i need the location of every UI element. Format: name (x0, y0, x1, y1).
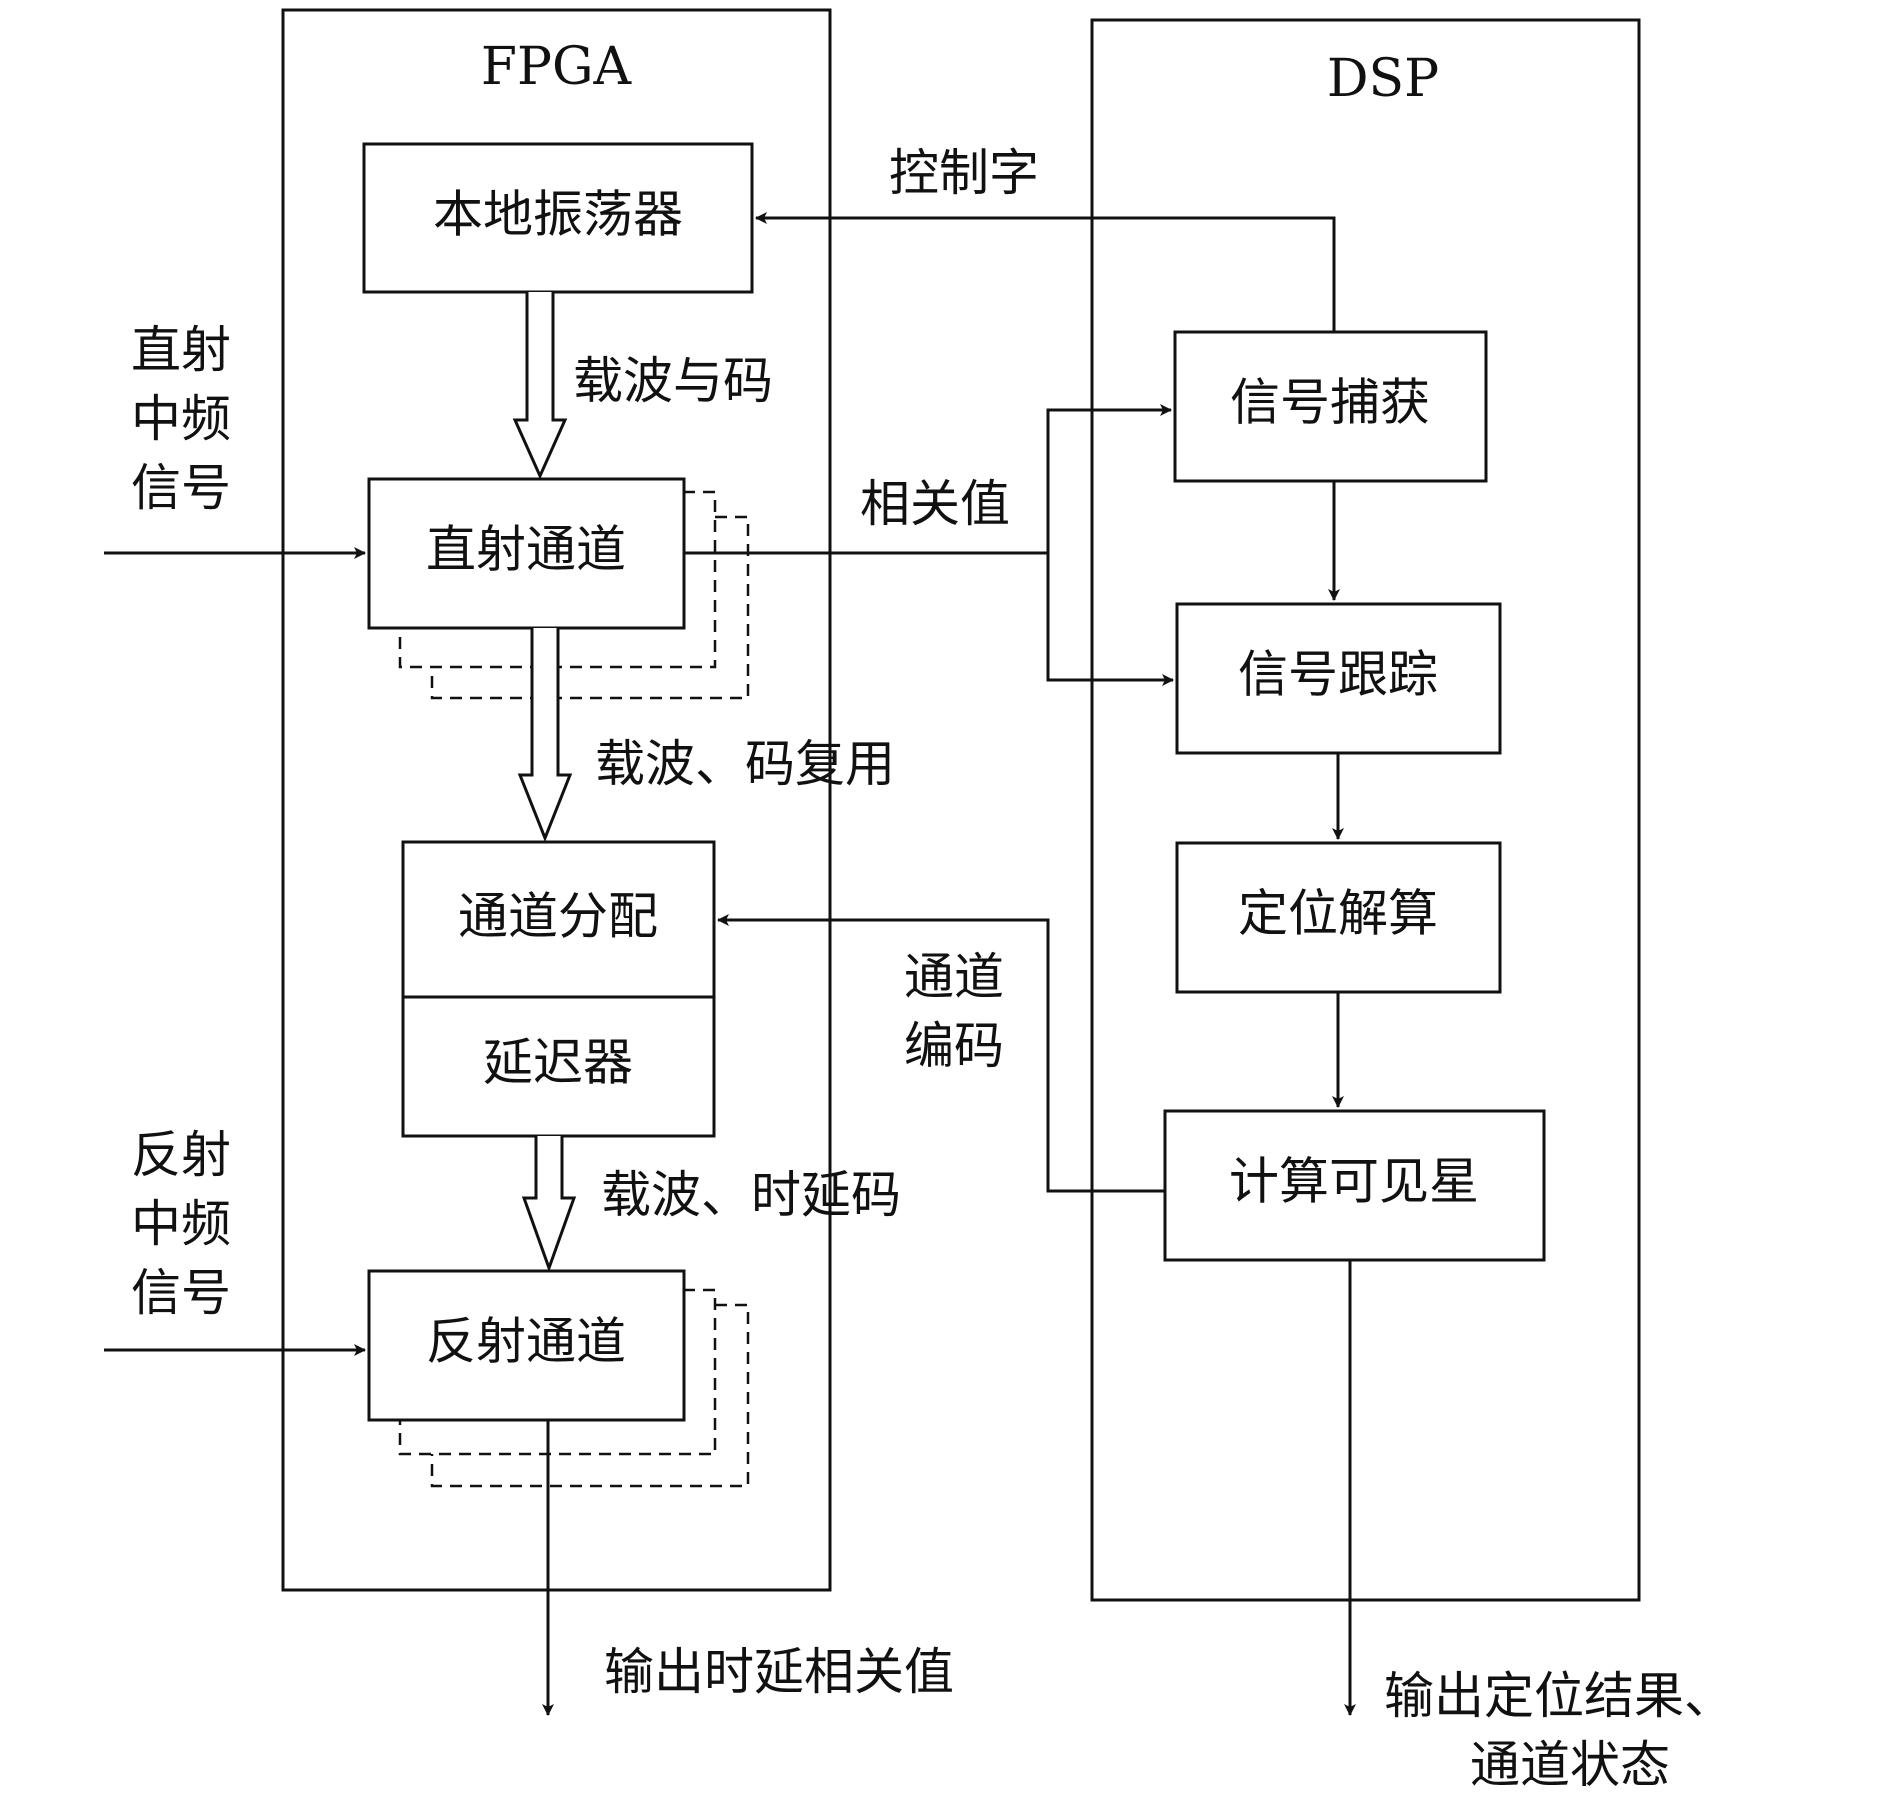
compute-visible-satellites-block (1163, 1109, 1546, 1262)
direct-channel-label: 直射通道 (426, 521, 626, 579)
reflected-if-label-line3: 信号 (131, 1264, 231, 1322)
channel-allocation-label: 通道分配 (458, 888, 658, 946)
position-result-output-label-line1: 输出定位结果、 (1384, 1667, 1734, 1725)
channel-code-label-line1: 通道 (904, 948, 1004, 1006)
channel-allocation-block (401, 840, 716, 999)
reflected-if-label-line2: 中频 (131, 1195, 231, 1253)
correlation-to-tracking-line (1046, 553, 1174, 686)
signal-acquisition-label: 信号捕获 (1230, 374, 1430, 432)
position-solution-block (1175, 841, 1502, 994)
direct-channel-stack (398, 490, 750, 700)
control-word-label: 控制字 (889, 144, 1039, 202)
carrier-and-code-label: 载波与码 (573, 352, 773, 410)
delayer-block (401, 995, 716, 1138)
fpga-container (281, 8, 832, 1592)
reflected-channel-block (367, 1269, 686, 1422)
control-word-line (755, 212, 1336, 332)
channel-code-line (717, 914, 1165, 1193)
direct-channel-block (367, 477, 686, 630)
dsp-label: DSP (1327, 49, 1439, 109)
carrier-delay-code-label: 载波、时延码 (601, 1166, 901, 1224)
direct-if-label-line2: 中频 (131, 390, 231, 448)
position-solution-label: 定位解算 (1238, 885, 1438, 943)
correlation-value-label: 相关值 (860, 475, 1010, 533)
direct-if-label-line3: 信号 (131, 459, 231, 517)
reflected-channel-label: 反射通道 (426, 1313, 626, 1371)
delayer-label: 延迟器 (483, 1034, 633, 1092)
correlation-to-acquisition-line (1046, 404, 1172, 553)
compute-visible-satellites-label: 计算可见星 (1229, 1153, 1479, 1211)
local-oscillator-block (362, 142, 754, 294)
reflected-channel-stack (398, 1288, 750, 1488)
fpga-label: FPGA (481, 37, 633, 97)
carrier-delay-code-hollow-arrow (521, 1136, 577, 1273)
carrier-code-reuse-label: 载波、码复用 (595, 735, 895, 793)
local-oscillator-label: 本地振荡器 (433, 186, 683, 244)
delay-correlation-output-label: 输出时延相关值 (604, 1643, 954, 1701)
reflected-if-label-line1: 反射 (131, 1126, 231, 1184)
channel-code-label-line2: 编码 (904, 1017, 1004, 1075)
signal-tracking-block (1175, 602, 1502, 755)
dsp-container (1090, 18, 1641, 1602)
carrier-code-reuse-hollow-arrow (517, 628, 573, 843)
carrier-code-hollow-arrow (512, 292, 568, 480)
position-result-output-label-line2: 通道状态 (1470, 1736, 1670, 1794)
signal-tracking-label: 信号跟踪 (1238, 646, 1438, 704)
signal-acquisition-block (1173, 330, 1488, 483)
direct-if-label-line1: 直射 (131, 321, 231, 379)
